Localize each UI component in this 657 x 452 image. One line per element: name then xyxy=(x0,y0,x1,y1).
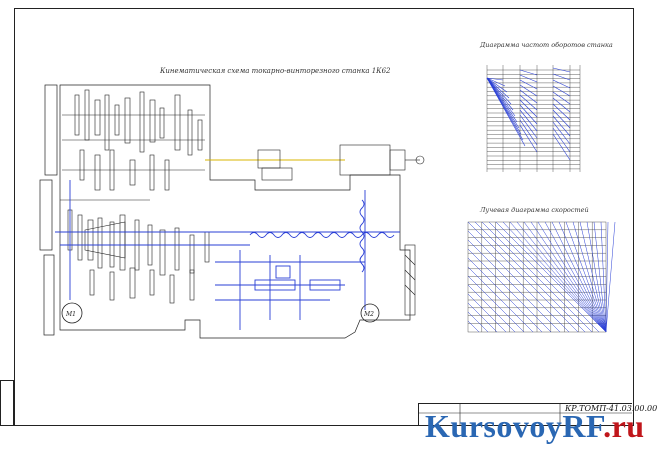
freq-ray xyxy=(552,103,571,121)
freq-ray xyxy=(519,104,538,125)
ray-line xyxy=(509,221,607,333)
freq-ray xyxy=(519,99,538,118)
ray-line xyxy=(586,221,607,333)
ray-line xyxy=(579,221,607,333)
blue-shafts xyxy=(55,180,400,330)
ray-line xyxy=(467,311,489,333)
ray-line xyxy=(593,221,607,333)
vertical-screw xyxy=(404,244,416,316)
ray-line xyxy=(502,221,607,333)
freq-ray xyxy=(519,74,538,83)
ray-diagram-title: Лучевая диаграмма скоростей xyxy=(480,206,589,214)
watermark[interactable]: KursovoyRF.ru xyxy=(425,408,645,445)
headstock-gears xyxy=(60,89,205,201)
freq-ray xyxy=(519,84,538,97)
freq-ray xyxy=(519,89,538,104)
ray-line xyxy=(467,221,579,333)
ray-line xyxy=(467,293,507,333)
freq-ray xyxy=(552,127,571,153)
ray-line xyxy=(467,302,498,333)
ray-line xyxy=(537,221,607,333)
freq-ray xyxy=(552,97,571,113)
ray-line xyxy=(523,221,607,333)
watermark-suffix: .ru xyxy=(603,408,645,444)
freq-ray xyxy=(486,77,514,111)
drawing-sheet: М1 М2 Кинематическая схема токар xyxy=(0,8,657,444)
ray-line xyxy=(467,248,552,333)
ray-line xyxy=(467,275,525,333)
motor-1-icon xyxy=(61,302,83,324)
title-block xyxy=(418,403,632,425)
ray-line xyxy=(605,221,616,333)
motor-2-label: М2 xyxy=(363,311,374,318)
freq-ray xyxy=(519,119,538,146)
ray-line xyxy=(467,230,570,333)
ray-line xyxy=(495,221,607,333)
watermark-main: KursovoyRF xyxy=(425,408,604,444)
frequency-diagram-title: Диаграмма частот оборотов станка xyxy=(480,41,613,49)
frequency-diagram xyxy=(486,65,581,172)
ray-line xyxy=(467,239,561,333)
freq-ray xyxy=(552,79,571,89)
drawing-frame xyxy=(14,8,634,426)
ray-line xyxy=(488,221,600,333)
freq-ray xyxy=(486,77,508,93)
ray-line xyxy=(600,221,607,333)
ray-line xyxy=(565,221,607,333)
ray-line xyxy=(558,221,607,333)
freq-ray xyxy=(486,77,510,99)
freq-ray xyxy=(486,77,506,87)
motor-1-label: М1 xyxy=(65,311,76,318)
ray-diagram xyxy=(467,221,616,333)
freq-ray xyxy=(552,73,571,81)
title-block-lines xyxy=(418,403,632,425)
freq-ray xyxy=(519,79,538,90)
freq-ray xyxy=(486,77,504,81)
ray-line xyxy=(474,221,586,333)
ray-line xyxy=(467,257,543,333)
ray-line xyxy=(467,266,534,333)
ray-line xyxy=(530,221,607,333)
motor-2-icon xyxy=(360,303,380,323)
ray-line xyxy=(551,221,607,333)
ray-line xyxy=(544,221,607,333)
ray-line xyxy=(467,284,516,333)
freq-ray xyxy=(519,94,538,111)
freq-ray xyxy=(486,77,512,105)
freq-ray xyxy=(519,109,538,132)
document-code: КР.ТОМП-41.03.00.00 xyxy=(565,404,657,413)
freq-ray xyxy=(552,121,571,145)
ray-line xyxy=(572,221,607,333)
freq-ray xyxy=(552,115,571,137)
freq-ray xyxy=(552,85,571,97)
ray-line xyxy=(481,221,593,333)
ray-line xyxy=(605,221,609,333)
kinematic-scheme: М1 М2 xyxy=(39,65,632,425)
freq-ray xyxy=(486,77,526,147)
freq-ray xyxy=(519,114,538,139)
freq-ray xyxy=(519,124,538,153)
freq-ray xyxy=(552,91,571,105)
freq-ray xyxy=(552,67,571,73)
freq-ray xyxy=(519,69,538,76)
headstock-housing xyxy=(39,84,411,339)
ray-line xyxy=(467,320,480,333)
tailstock xyxy=(257,144,425,181)
freq-ray xyxy=(552,133,571,161)
side-stamp-strip xyxy=(0,380,14,426)
feed-box-gears xyxy=(67,209,210,304)
ray-line xyxy=(516,221,607,333)
kinematic-scheme-title: Кинематическая схема токарно-винторезног… xyxy=(160,67,391,75)
freq-ray xyxy=(552,109,571,129)
